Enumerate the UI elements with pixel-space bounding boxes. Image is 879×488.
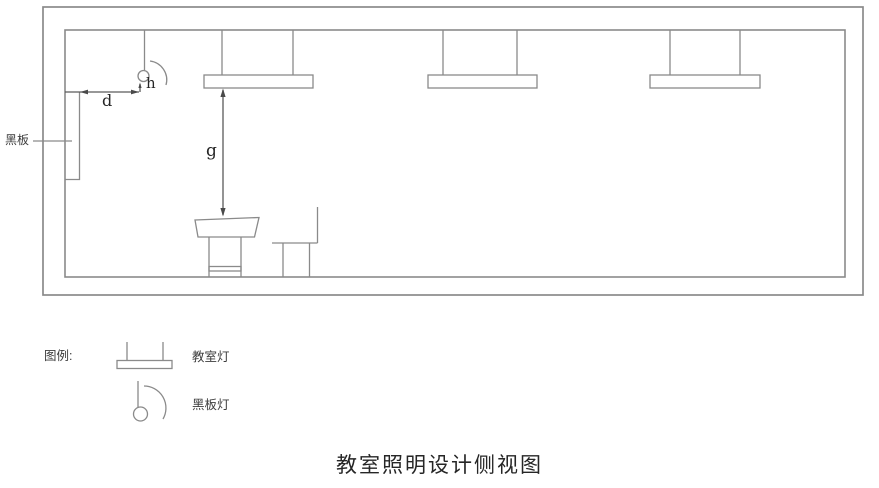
lamp-bar <box>427 74 538 89</box>
blackboard-lamp-bulb <box>137 69 150 83</box>
dimension-h-lines <box>138 82 142 92</box>
legend-blackboard-lamp-reflector <box>143 385 167 420</box>
dimension-g-arrow-down <box>220 208 226 217</box>
blackboard-label: 黑板 <box>5 133 30 147</box>
dimension-h-arrow-up <box>138 82 142 88</box>
dimension-g-label: g <box>206 141 217 161</box>
legend-title: 图例: <box>44 349 73 363</box>
classroom-lamp-2 <box>427 30 538 89</box>
desk-stretcher <box>208 265 242 272</box>
legend-blackboard-lamp-bulb <box>132 406 149 422</box>
dimension-d-arrow-right <box>131 89 139 95</box>
dimension-g-arrow-up <box>220 88 226 97</box>
room-inner-wall <box>64 29 846 278</box>
legend-item-blackboard-lamp-label: 黑板灯 <box>192 398 230 412</box>
legend-classroom-lamp-icon <box>116 342 173 370</box>
dimension-h-label: h <box>146 74 156 92</box>
blackboard-lamp-icon <box>137 30 168 86</box>
legend-lamp-bar <box>116 359 173 370</box>
lamp-bar <box>203 74 314 89</box>
legend-blackboard-lamp-icon <box>132 381 167 422</box>
desk <box>194 216 260 277</box>
diagram-caption: 教室照明设计侧视图 <box>336 453 543 477</box>
classroom-lamp-1 <box>203 30 314 89</box>
dimension-d-arrow-left <box>80 89 88 95</box>
desk-top <box>194 216 260 238</box>
blackboard-lamp-reflector <box>149 60 168 86</box>
legend-item-classroom-lamp-label: 教室灯 <box>192 350 230 364</box>
blackboard <box>65 92 81 181</box>
dimension-d-label: d <box>102 91 113 110</box>
classroom-lamp-3 <box>649 30 761 89</box>
room-outer-wall <box>42 6 864 296</box>
lamp-bar <box>649 74 761 89</box>
dimension-d-lines <box>65 89 139 95</box>
dimension-g-lines <box>220 88 226 217</box>
chair <box>272 207 319 277</box>
